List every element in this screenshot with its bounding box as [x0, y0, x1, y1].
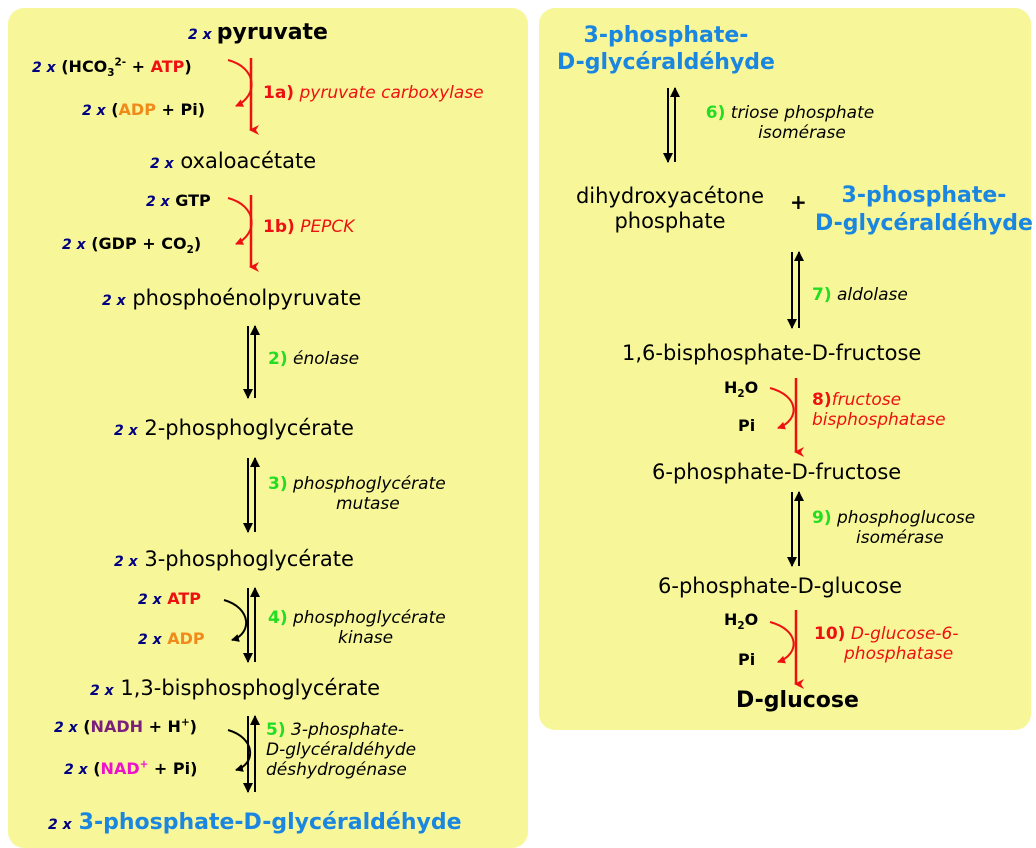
- arrow-step-2: [243, 325, 260, 399]
- node-glyceraldehyde-3-phosphate: 2 x 3-phosphate-D-glycéraldéhyde: [48, 810, 462, 835]
- node-fructose-6-phosphate: 6-phosphate-D-fructose: [652, 460, 902, 484]
- right-panel: [539, 8, 1031, 730]
- step-1a-input: 2 x (HCO32- + ATP): [32, 56, 192, 80]
- enzyme-1a: 1a) pyruvate carboxylase: [263, 83, 484, 103]
- node-glucose-6-phosphate: 6-phosphate-D-glucose: [658, 574, 903, 598]
- enzyme-9: 9) phosphoglucose isomérase: [812, 508, 976, 548]
- step-4-input: 2 x ATP: [138, 589, 202, 608]
- arrow-step-7: [787, 251, 804, 329]
- node-fructose-1-6-bisphosphate: 1,6-bisphosphate-D-fructose: [622, 341, 922, 365]
- enzyme-1b: 1b) PEPCK: [263, 217, 355, 237]
- node-glyceraldehyde-3-phosphate-2: 3-phosphate- D-glycéraldéhyde: [815, 183, 1033, 236]
- enzyme-5: 5) 3-phosphate- D-glycéraldéhyde déshydr…: [266, 720, 417, 780]
- enzyme-3: 3) phosphoglycérate mutase: [268, 474, 446, 514]
- enzyme-4: 4) phosphoglycérate kinase: [268, 608, 446, 648]
- node-pyruvate: 2 x pyruvate: [188, 20, 328, 45]
- node-oxaloacetate: 2 x oxaloacétate: [150, 149, 317, 173]
- step-8-pi: Pi: [738, 416, 756, 435]
- step-5-input: 2 x (NADH + H+): [54, 716, 197, 736]
- step-10-pi: Pi: [738, 650, 756, 669]
- arrow-step-10: [769, 610, 804, 689]
- enzyme-6: 6) triose phosphate isomérase: [705, 103, 875, 143]
- node-glyceraldehyde-3-phosphate-start: 3-phosphate- D-glycéraldéhyde: [557, 23, 775, 75]
- arrow-step-5: [227, 715, 260, 793]
- node-phosphoenolpyruvate: 2 x phosphoénolpyruvate: [102, 286, 362, 310]
- left-panel: [8, 8, 528, 848]
- node-1-3-bisphosphoglycerate: 2 x 1,3-bisphosphoglycérate: [90, 676, 381, 700]
- arrow-step-3: [243, 457, 260, 533]
- step-4-output: 2 x ADP: [138, 629, 205, 648]
- step-1b-output: 2 x (GDP + CO2): [62, 234, 202, 257]
- enzyme-7: 7) aldolase: [812, 285, 908, 305]
- node-2-phosphoglycerate: 2 x 2-phosphoglycérate: [114, 416, 354, 440]
- plus-sign: +: [790, 190, 807, 214]
- arrow-step-9: [787, 491, 804, 567]
- step-5-output: 2 x (NAD+ + Pi): [64, 758, 198, 778]
- arrow-step-8: [769, 378, 804, 457]
- enzyme-2: 2) énolase: [268, 349, 360, 369]
- step-10-water: H2O: [724, 610, 759, 633]
- node-3-phosphoglycerate: 2 x 3-phosphoglycérate: [114, 547, 354, 571]
- arrow-step-1a: [227, 58, 259, 135]
- node-dihydroxyacetone-phosphate: dihydroxyacétone phosphate: [575, 184, 765, 233]
- step-1a-output: 2 x (ADP + Pi): [82, 100, 206, 119]
- node-d-glucose: D-glucose: [736, 688, 859, 713]
- step-1b-input: 2 x GTP: [146, 191, 211, 210]
- enzyme-8: 8)fructose bisphosphatase: [812, 390, 946, 430]
- enzyme-10: 10) D-glucose-6- phosphatase: [814, 624, 959, 664]
- arrow-step-6: [663, 87, 680, 163]
- arrow-step-1b: [227, 195, 259, 272]
- arrow-step-4: [223, 587, 260, 663]
- step-8-water: H2O: [724, 378, 759, 401]
